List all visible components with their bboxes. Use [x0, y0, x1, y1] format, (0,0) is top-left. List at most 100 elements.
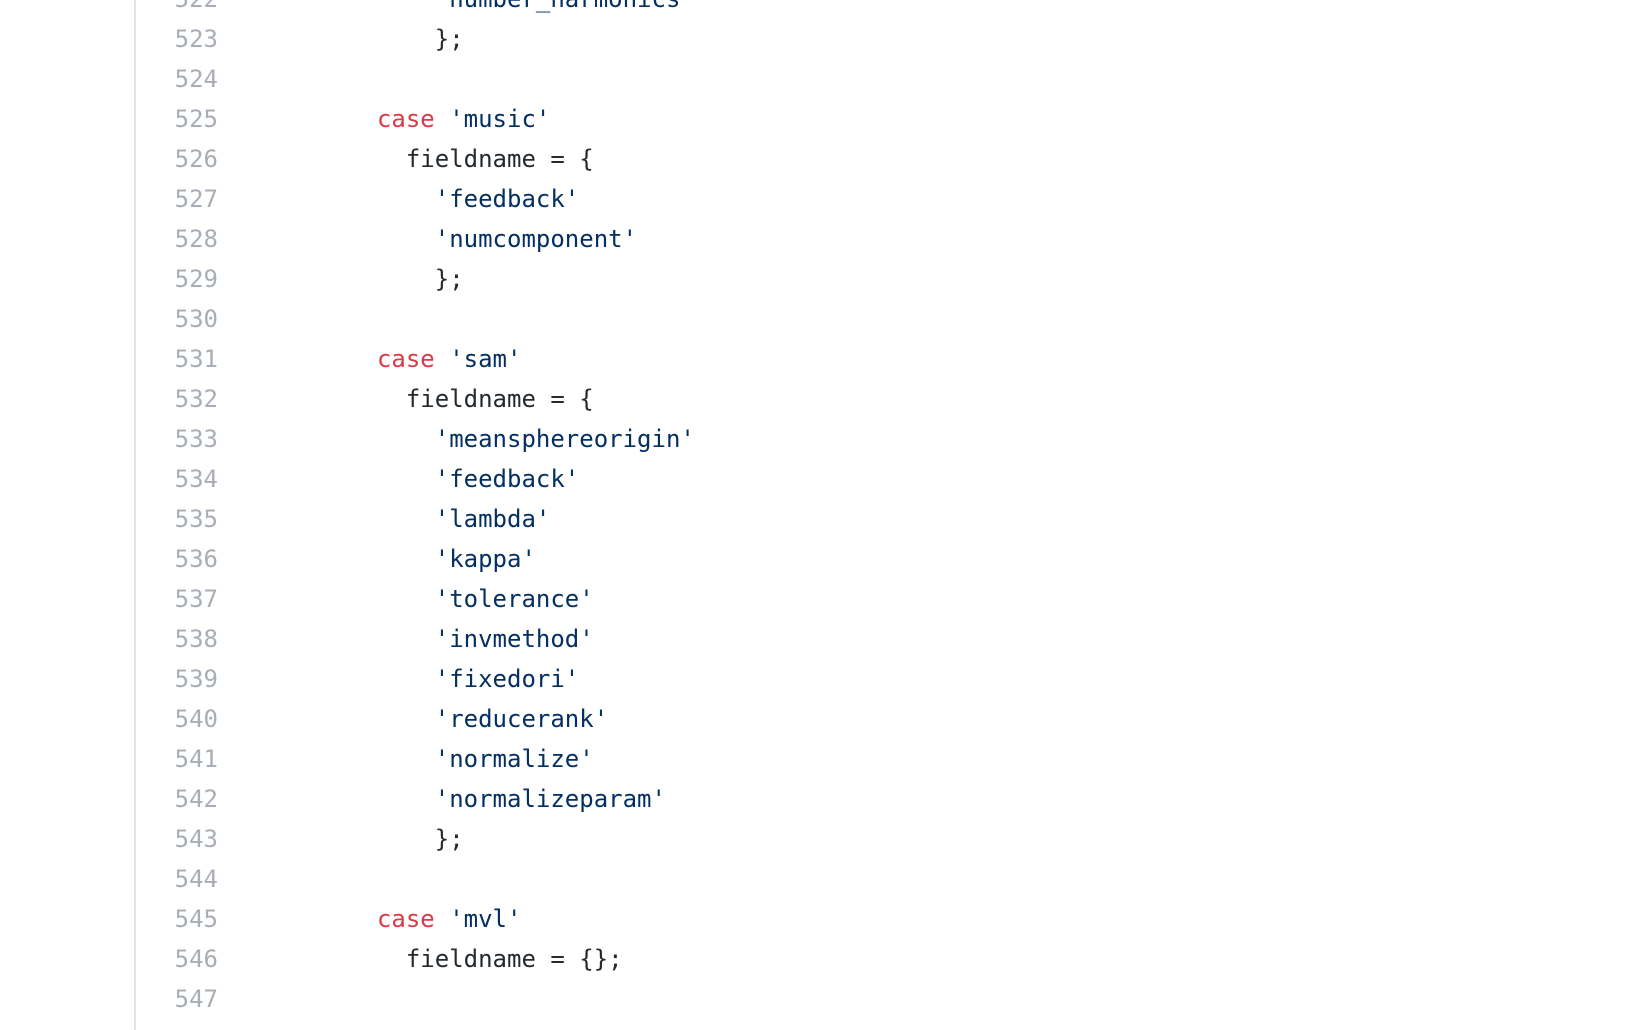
- line-number[interactable]: 541: [174, 745, 218, 773]
- line-number[interactable]: 532: [174, 385, 218, 413]
- code-indent: [261, 545, 434, 573]
- code-line-content: case 'music': [218, 99, 1628, 139]
- code-token: [435, 105, 449, 133]
- line-number[interactable]: 540: [174, 705, 218, 733]
- gutter-spacer: [218, 25, 261, 53]
- code-line: 535 'lambda': [0, 499, 1628, 539]
- string-token: 'numcomponent': [434, 225, 638, 253]
- line-number[interactable]: 545: [174, 905, 218, 933]
- code-line-content: case 'sam': [218, 339, 1628, 379]
- code-line-content: 'tolerance': [218, 579, 1628, 619]
- code-indent: [261, 625, 434, 653]
- code-line-content: fieldname = {: [218, 379, 1628, 419]
- code-line-content: [218, 859, 1628, 899]
- code-line: 538 'invmethod': [0, 619, 1628, 659]
- line-number[interactable]: 542: [174, 785, 218, 813]
- code-line: 543 };: [0, 819, 1628, 859]
- code-line: 547: [0, 979, 1628, 1019]
- code-indent: [261, 265, 434, 293]
- code-line-content: fieldname = {};: [218, 939, 1628, 979]
- code-line-content: 'normalizeparam': [218, 779, 1628, 819]
- code-token: fieldname = {};: [405, 945, 623, 973]
- line-number[interactable]: 543: [174, 825, 218, 853]
- gutter-spacer: [218, 625, 261, 653]
- string-token: 'tolerance': [434, 585, 594, 613]
- line-number[interactable]: 522: [0, 0, 218, 19]
- code-line-content: 'numcomponent': [218, 219, 1628, 259]
- gutter-spacer: [218, 705, 261, 733]
- gutter-spacer: [218, 585, 261, 613]
- line-number[interactable]: 524: [174, 65, 218, 93]
- line-number[interactable]: 530: [174, 305, 218, 333]
- code-line-content: [218, 979, 1628, 1019]
- code-indent: [261, 785, 434, 813]
- code-line: 541 'normalize': [0, 739, 1628, 779]
- string-token: 'feedback': [434, 185, 580, 213]
- gutter-spacer: [218, 945, 261, 973]
- code-indent: [261, 745, 434, 773]
- line-number[interactable]: 526: [174, 145, 218, 173]
- gutter-spacer: [218, 865, 261, 893]
- code-line: 533 'meansphereorigin': [0, 419, 1628, 459]
- line-number[interactable]: 547: [174, 985, 218, 1013]
- string-token: 'lambda': [434, 505, 551, 533]
- line-number[interactable]: 527: [174, 185, 218, 213]
- code-indent: [261, 705, 434, 733]
- gutter-spacer: [218, 265, 261, 293]
- gutter-spacer: [218, 385, 261, 413]
- code-line-content: 'feedback': [218, 459, 1628, 499]
- line-number[interactable]: 523: [174, 25, 218, 53]
- line-number[interactable]: 544: [174, 865, 218, 893]
- gutter-spacer: [218, 905, 261, 933]
- code-line: 525 case 'music': [0, 99, 1628, 139]
- line-number[interactable]: 525: [174, 105, 218, 133]
- line-number[interactable]: 528: [174, 225, 218, 253]
- code-indent: [261, 505, 434, 533]
- code-line-content: 'meansphereorigin': [218, 419, 1628, 459]
- line-number[interactable]: 538: [174, 625, 218, 653]
- code-line-content: 'feedback': [218, 179, 1628, 219]
- code-token: };: [434, 825, 464, 853]
- code-indent: [261, 345, 377, 373]
- code-indent: [261, 0, 434, 13]
- line-number[interactable]: 533: [174, 425, 218, 453]
- code-token: fieldname = {: [405, 385, 594, 413]
- code-line: 532 fieldname = {: [0, 379, 1628, 419]
- string-token: 'kappa': [434, 545, 536, 573]
- line-number[interactable]: 537: [174, 585, 218, 613]
- code-line-content: [218, 59, 1628, 99]
- string-token: 'invmethod': [434, 625, 594, 653]
- line-number[interactable]: 535: [174, 505, 218, 533]
- line-number[interactable]: 534: [174, 465, 218, 493]
- code-line: 530: [0, 299, 1628, 339]
- line-number[interactable]: 531: [174, 345, 218, 373]
- code-line-content: 'number_harmonics': [218, 0, 1628, 19]
- line-number[interactable]: 529: [174, 265, 218, 293]
- code-indent: [261, 465, 434, 493]
- code-line-content: 'invmethod': [218, 619, 1628, 659]
- string-token: 'fixedori': [434, 665, 580, 693]
- code-line: 526 fieldname = {: [0, 139, 1628, 179]
- code-indent: [261, 105, 377, 133]
- string-token: 'normalize': [434, 745, 594, 773]
- gutter-spacer: [218, 65, 261, 93]
- gutter-spacer: [218, 145, 261, 173]
- gutter-spacer: [218, 825, 261, 853]
- code-indent: [261, 185, 434, 213]
- gutter-spacer: [218, 545, 261, 573]
- line-number[interactable]: 539: [174, 665, 218, 693]
- gutter-spacer: [218, 225, 261, 253]
- gutter-spacer: [218, 105, 261, 133]
- line-number[interactable]: 536: [174, 545, 218, 573]
- code-indent: [261, 665, 434, 693]
- code-indent: [261, 225, 434, 253]
- gutter-spacer: [218, 745, 261, 773]
- line-number[interactable]: 546: [174, 945, 218, 973]
- gutter-spacer: [218, 785, 261, 813]
- code-line-content: 'normalize': [218, 739, 1628, 779]
- code-view-left-border: [134, 0, 136, 1030]
- keyword-token: case: [376, 105, 435, 133]
- code-line: 536 'kappa': [0, 539, 1628, 579]
